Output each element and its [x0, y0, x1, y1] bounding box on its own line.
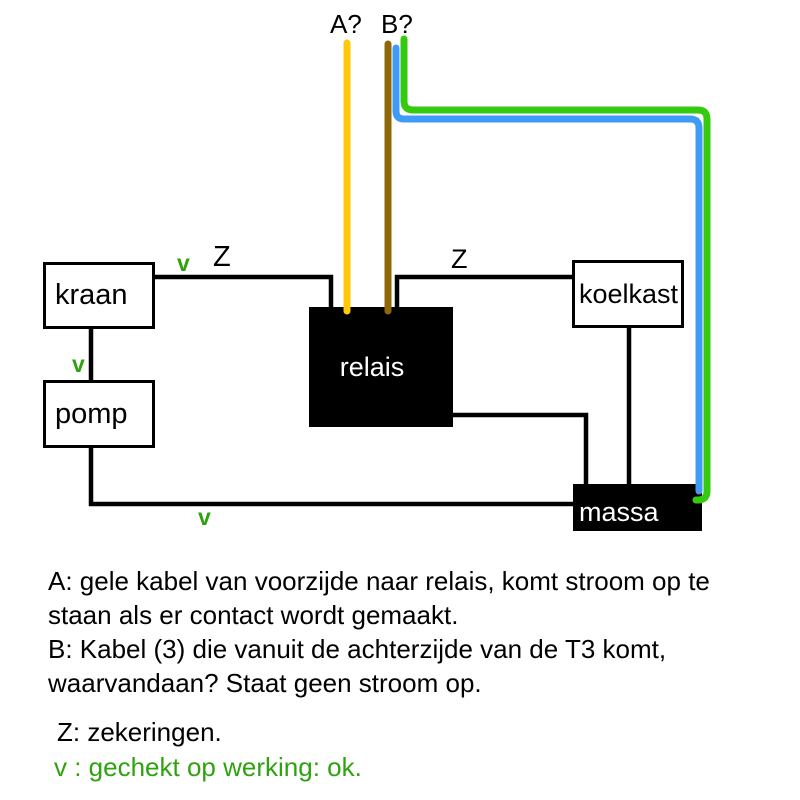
label-check-kraan-pomp: v — [72, 351, 85, 377]
component-kraan: kraan — [43, 262, 155, 329]
component-massa: massa — [573, 484, 702, 531]
note-a-line1: A: gele kabel van voorzijde naar relais,… — [48, 566, 710, 596]
label-check-kraan-relais: v — [177, 250, 190, 276]
component-massa-label: massa — [579, 496, 659, 527]
legend-gechekt: v : gechekt op werking: ok. — [54, 752, 362, 782]
component-relais: relais — [309, 307, 453, 427]
component-koelkast-label: koelkast — [579, 278, 679, 309]
label-cable-a: A? — [330, 9, 362, 39]
component-pomp: pomp — [43, 380, 155, 448]
component-koelkast: koelkast — [572, 260, 684, 328]
legend-zekeringen: Z: zekeringen. — [57, 717, 222, 747]
label-fuse-left: Z — [213, 241, 231, 273]
note-a-line2: staan als er contact wordt gemaakt. — [48, 600, 459, 630]
wire-pomp-to-massa — [88, 447, 574, 507]
label-check-bottom: v — [198, 504, 211, 530]
label-cable-b: B? — [381, 9, 413, 39]
component-pomp-label: pomp — [55, 397, 128, 430]
note-b-line2: waarvandaan? Staat geen stroom op. — [48, 668, 482, 698]
wire-kraan-to-relais — [155, 274, 334, 308]
note-b-line1: B: Kabel (3) die vanuit de achterzijde v… — [48, 634, 667, 664]
component-kraan-label: kraan — [55, 279, 128, 311]
label-fuse-right: Z — [451, 244, 468, 274]
annotation-notes: A: gele kabel van voorzijde naar relais,… — [48, 564, 710, 700]
wire-relais-to-koelkast — [394, 274, 573, 308]
wire-relais-to-massa — [452, 412, 589, 485]
component-relais-label: relais — [339, 351, 405, 382]
